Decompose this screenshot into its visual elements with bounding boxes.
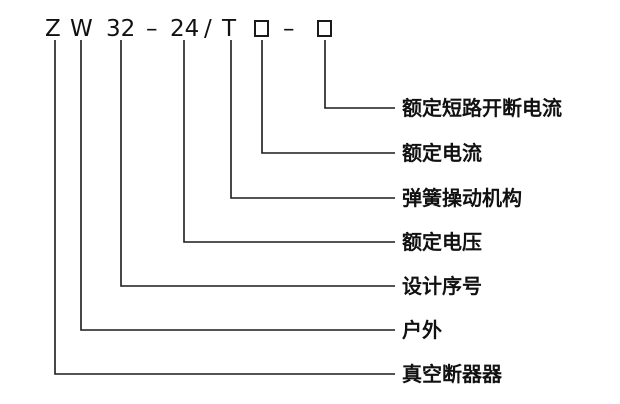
label-rated-current: 额定电流	[402, 141, 482, 165]
code-slash: /	[204, 16, 212, 42]
code-24: 24	[170, 16, 200, 42]
leader-line-operating-mechanism	[230, 40, 395, 199]
placeholder-box-current	[254, 20, 269, 37]
leader-line-rated-voltage	[183, 40, 395, 243]
label-rated-voltage: 额定电压	[402, 230, 482, 254]
leader-line-short-circuit-current	[324, 40, 395, 109]
code-32: 32	[106, 16, 136, 42]
label-design-serial-number: 设计序号	[402, 274, 482, 298]
label-outdoor: 户外	[402, 318, 442, 342]
leader-line-outdoor	[80, 40, 395, 331]
code-w: W	[70, 16, 93, 42]
leader-line-rated-current	[261, 40, 395, 154]
code-dash-2: –	[283, 16, 295, 42]
placeholder-box-breaking-current	[317, 20, 332, 37]
code-z: Z	[45, 16, 61, 42]
code-t: T	[222, 16, 237, 42]
leader-line-design-serial	[120, 40, 395, 287]
label-rated-short-circuit-breaking-current: 额定短路开断电流	[402, 96, 562, 120]
code-dash-1: –	[146, 16, 158, 42]
leader-line-vacuum-breaker	[54, 40, 395, 375]
label-spring-operating-mechanism: 弹簧操动机构	[402, 186, 522, 210]
label-vacuum-circuit-breaker: 真空断器器	[402, 362, 502, 386]
